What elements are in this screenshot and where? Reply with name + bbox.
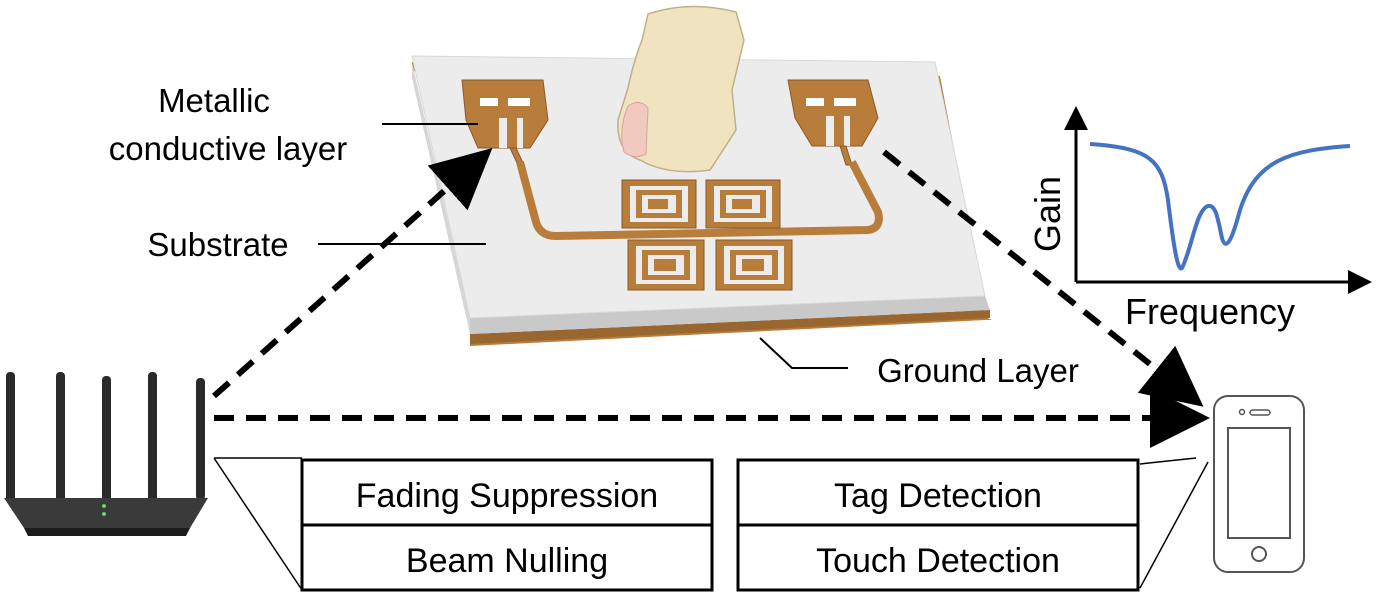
- ground-leader-line: [759, 337, 848, 369]
- metallic-pattern: [461, 79, 883, 291]
- left-antenna: [461, 79, 549, 166]
- left-callout-line-bottom: [213, 457, 303, 591]
- spiral-cell-4: [715, 239, 793, 291]
- graph-x-label: Frequency: [1125, 291, 1295, 332]
- touch-detection-label: Touch Detection: [816, 542, 1060, 580]
- router-to-surface-arrow: [212, 148, 493, 399]
- tag-detection-label: Tag Detection: [834, 477, 1042, 515]
- spiral-cell-2: [705, 179, 781, 229]
- spiral-cell-1: [621, 179, 697, 229]
- right-callout-line-top: [1139, 457, 1197, 465]
- spiral-cell-3: [627, 239, 705, 291]
- left-application-box: Fading Suppression Beam Nulling: [300, 458, 714, 592]
- substrate-side: [470, 296, 990, 334]
- gain-frequency-graph: Gain Frequency: [1027, 106, 1372, 332]
- metallic-label-line1: Metallic: [158, 82, 270, 119]
- smartphone-icon: [1213, 395, 1305, 573]
- wifi-router-icon: [4, 372, 208, 536]
- substrate-label: Substrate: [147, 226, 288, 263]
- right-callout-line-bottom: [1139, 461, 1209, 589]
- ground-layer-label: Ground Layer: [877, 352, 1079, 389]
- right-antenna: [787, 79, 879, 166]
- right-application-box: Tag Detection Touch Detection: [736, 458, 1140, 592]
- metallic-label-line2: conductive layer: [109, 130, 347, 167]
- feed-line: [516, 160, 883, 241]
- ground-layer-edge: [470, 310, 990, 344]
- fading-suppression-label: Fading Suppression: [356, 477, 658, 515]
- beam-nulling-label: Beam Nulling: [406, 542, 608, 580]
- graph-y-label: Gain: [1027, 176, 1068, 252]
- finger-icon: [617, 5, 745, 173]
- gain-curve: [1089, 142, 1351, 271]
